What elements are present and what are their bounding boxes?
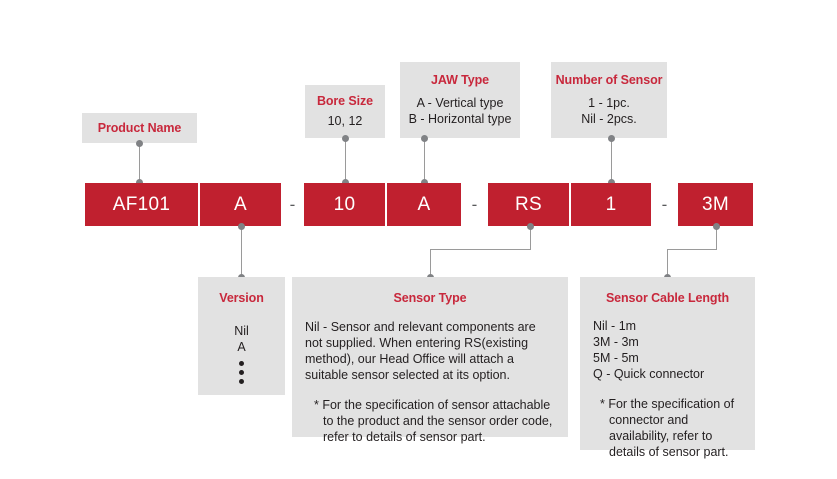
- leader-line-number-of-sensor: [611, 138, 612, 183]
- callout-jaw-type-line-1: B - Horizontal type: [408, 112, 512, 126]
- code-separator-2: -: [471, 194, 478, 214]
- leader-dot-bore-size-top: [342, 135, 349, 142]
- code-segment-cable-length[interactable]: 3M: [678, 183, 753, 226]
- leader-line-cable-length-vert-a: [716, 226, 717, 250]
- leader-dot-jaw-type-bottom: [421, 179, 428, 186]
- code-separator-3: -: [661, 194, 668, 214]
- leader-line-jaw-type: [424, 138, 425, 183]
- leader-dot-version-top: [238, 223, 245, 230]
- leader-line-cable-length-horz: [667, 249, 717, 250]
- leader-line-sensor-type-vert-b: [430, 249, 431, 277]
- leader-dot-product-name-top: [136, 140, 143, 147]
- callout-number-of-sensor-line-1: Nil - 2pcs.: [581, 112, 637, 126]
- callout-version-title: Version: [219, 291, 264, 305]
- code-segment-version[interactable]: A: [200, 183, 281, 226]
- callout-version: Version Nil A: [198, 277, 285, 395]
- callout-number-of-sensor-title: Number of Sensor: [555, 73, 663, 87]
- callout-jaw-type-title: JAW Type: [430, 73, 489, 87]
- vertical-ellipsis-icon: [198, 361, 285, 384]
- callout-sensor-type-title: Sensor Type: [393, 291, 467, 305]
- leader-dot-number-of-sensor-top: [608, 135, 615, 142]
- code-separator-1: -: [289, 194, 296, 214]
- leader-line-sensor-type-horz: [430, 249, 531, 250]
- callout-product-name: Product Name: [82, 113, 197, 143]
- callout-sensor-type: Sensor Type Nil - Sensor and relevant co…: [292, 277, 568, 444]
- callout-jaw-type: JAW Type A - Vertical type B - Horizonta…: [400, 62, 520, 138]
- leader-line-cable-length-vert-b: [667, 249, 668, 277]
- code-segment-jaw-type[interactable]: A: [387, 183, 461, 226]
- leader-dot-bore-size-bottom: [342, 179, 349, 186]
- callout-number-of-sensor: Number of Sensor 1 - 1pc. Nil - 2pcs.: [551, 62, 667, 138]
- callout-sensor-type-paragraph: Nil - Sensor and relevant components are…: [305, 320, 536, 382]
- callout-sensor-type-note: * For the specification of sensor attach…: [314, 398, 553, 444]
- leader-dot-sensor-type-top: [527, 223, 534, 230]
- leader-line-version: [241, 226, 242, 277]
- leader-line-sensor-type-vert-a: [530, 226, 531, 250]
- callout-bore-size: Bore Size 10, 12: [305, 85, 385, 138]
- code-segment-sensor-count[interactable]: 1: [571, 183, 651, 226]
- callout-bore-size-line-0: 10, 12: [327, 114, 363, 128]
- callout-jaw-type-line-0: A - Vertical type: [416, 96, 504, 110]
- callout-sensor-cable-length-line-3: Q - Quick connector: [593, 367, 705, 381]
- leader-line-bore-size: [345, 138, 346, 183]
- leader-dot-product-name-bottom: [136, 179, 143, 186]
- leader-dot-cable-length-top: [713, 223, 720, 230]
- callout-bore-size-title: Bore Size: [316, 94, 374, 108]
- leader-dot-number-of-sensor-bottom: [608, 179, 615, 186]
- callout-sensor-cable-length: Sensor Cable Length Nil - 1m 3M - 3m 5M …: [580, 277, 755, 459]
- leader-line-product-name: [139, 143, 140, 183]
- callout-version-line-1: A: [237, 340, 246, 354]
- callout-product-name-title: Product Name: [97, 121, 182, 135]
- callout-sensor-cable-length-line-2: 5M - 5m: [593, 351, 639, 365]
- callout-sensor-cable-length-note: * For the specification of connector and…: [600, 397, 735, 459]
- callout-version-line-0: Nil: [234, 324, 249, 338]
- callout-sensor-cable-length-title: Sensor Cable Length: [605, 291, 730, 305]
- callout-sensor-cable-length-line-1: 3M - 3m: [593, 335, 639, 349]
- leader-dot-jaw-type-top: [421, 135, 428, 142]
- code-segment-product-name[interactable]: AF101: [85, 183, 198, 226]
- code-segment-sensor-type[interactable]: RS: [488, 183, 569, 226]
- code-segment-bore-size[interactable]: 10: [304, 183, 385, 226]
- callout-sensor-cable-length-line-0: Nil - 1m: [593, 319, 637, 333]
- callout-number-of-sensor-line-0: 1 - 1pc.: [588, 96, 630, 110]
